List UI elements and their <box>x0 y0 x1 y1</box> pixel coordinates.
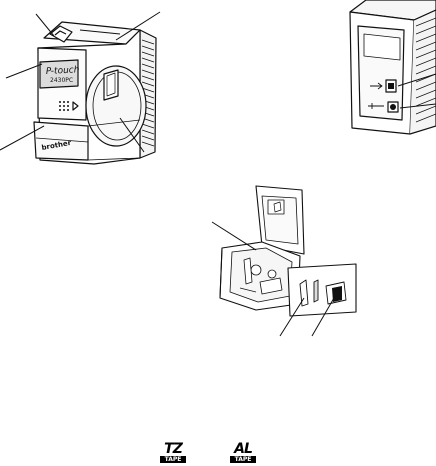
al-tape-logo: AL TAPE <box>228 445 258 463</box>
al-logo-sub: TAPE <box>230 456 256 463</box>
tz-tape-logo: TZ TAPE <box>158 445 188 463</box>
model-script-label: P-touch <box>46 65 80 77</box>
tz-logo-sub: TAPE <box>160 456 186 463</box>
model-number-label: 2430PC <box>50 77 73 84</box>
tz-logo-main: TZ <box>158 442 188 456</box>
speaker-grille <box>59 101 69 111</box>
printer-front-view <box>0 12 160 164</box>
printer-back-view <box>350 0 436 134</box>
cassette-compartment-view <box>212 186 356 336</box>
al-logo-main: AL <box>228 442 258 456</box>
detail-inset <box>288 264 356 316</box>
